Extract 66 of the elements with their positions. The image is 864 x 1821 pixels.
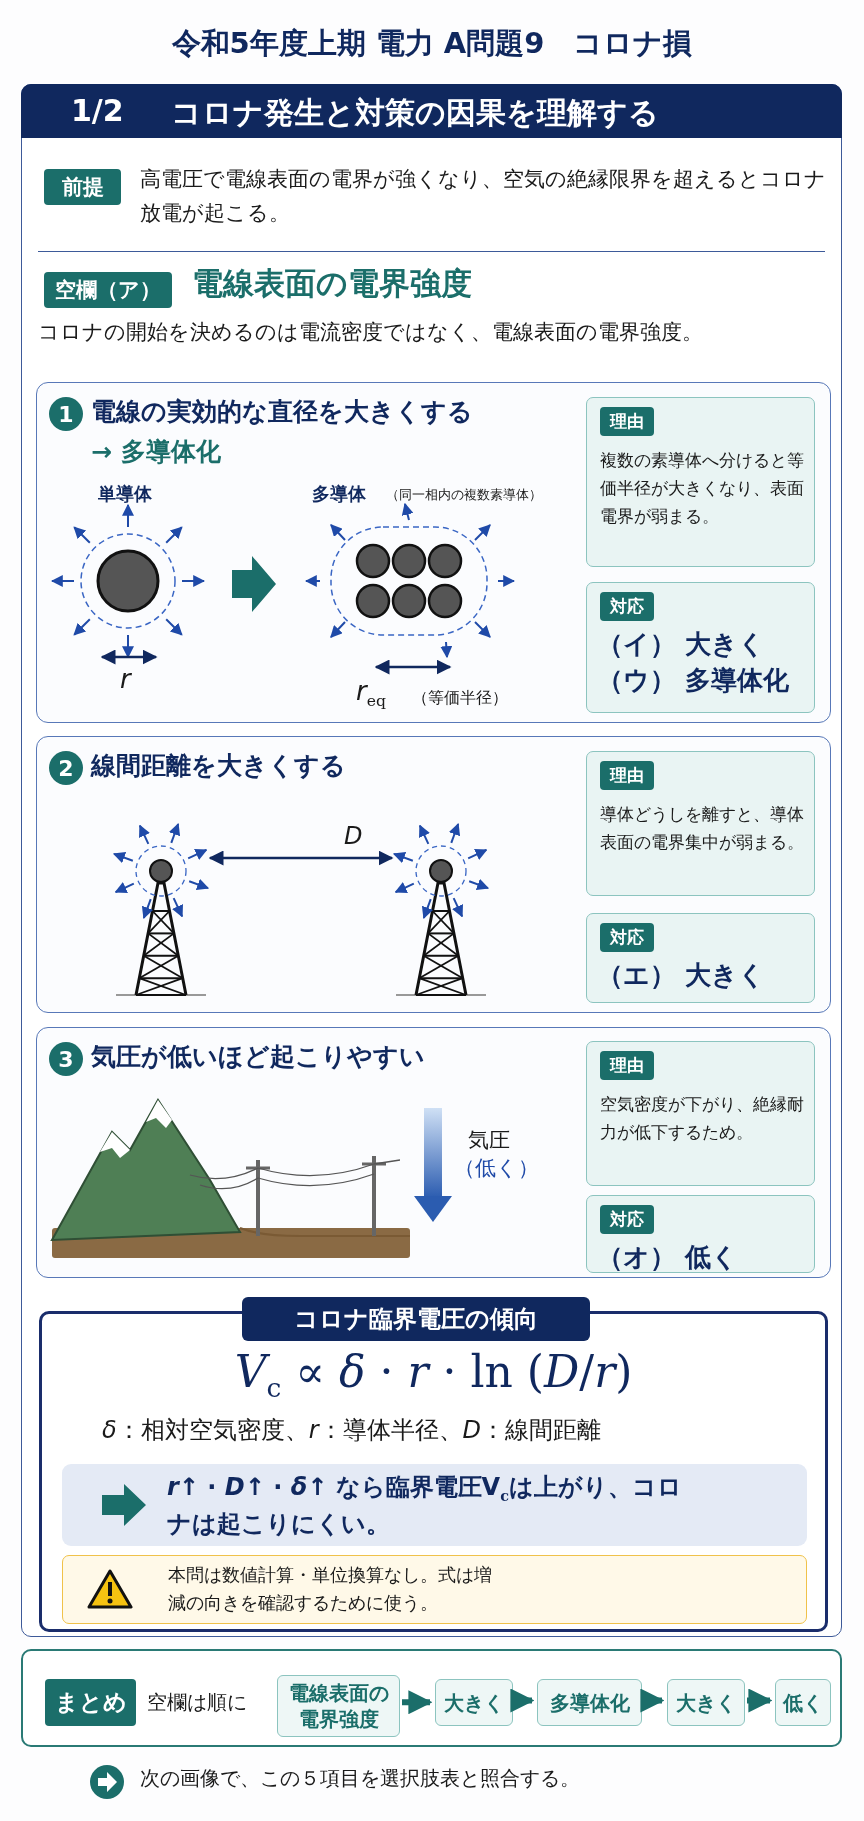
answer-panel	[586, 913, 815, 1003]
reason-text: 空気密度が下がり、絶縁耐力が低下するため。	[600, 1093, 804, 1145]
answer-panel	[586, 582, 815, 713]
title: 令和5年度上期 電力 A問題9 コロナ損	[170, 25, 694, 62]
side-text: 電線表面の電界強度	[192, 264, 473, 303]
tag-label: まとめ	[45, 1679, 136, 1726]
drawing-note: （同一相内の複数素導体）	[386, 486, 542, 504]
answer-chip: 電線表面の電界強度	[277, 1675, 400, 1737]
tag-label: 前提	[44, 169, 121, 205]
reason-text: 複数の素導体へ分けると等価半径が大きくなり、表面電界が弱まる。	[600, 449, 804, 529]
dimension-label: r	[120, 664, 131, 694]
answer-chip: 大きく	[435, 1679, 513, 1726]
drawing-label: 気圧	[468, 1127, 510, 1154]
variable-legend: δ：相対空気密度、r：導体半径、D：線間距離	[102, 1414, 602, 1446]
answer-text: （ウ） 多導体化	[597, 664, 790, 697]
tag-label: 対応	[600, 1205, 654, 1234]
conclusion-note	[62, 1464, 807, 1546]
item-card	[36, 736, 831, 1013]
tag-label: 空欄（ア）	[44, 272, 172, 308]
reason-panel	[586, 751, 815, 896]
tag-label: 対応	[600, 592, 654, 621]
answer-text: （オ） 低く	[597, 1241, 739, 1274]
reason-panel	[586, 397, 815, 567]
tag-label: 対応	[600, 923, 654, 952]
drawing-label: 多導体	[312, 482, 366, 506]
summary-text: 空欄は順に	[147, 1689, 247, 1716]
card-heading: 気圧が低いほど起こりやすい	[91, 1041, 425, 1073]
number-badge: 3	[49, 1042, 83, 1076]
item-card	[36, 382, 831, 723]
number-badge: 1	[49, 397, 83, 431]
dimension-label: D	[344, 822, 363, 850]
tag-label: 理由	[600, 1051, 654, 1080]
card-subheading: → 多導体化	[91, 436, 221, 468]
section-tab: コロナ臨界電圧の傾向	[242, 1297, 590, 1341]
summary-panel	[21, 1649, 842, 1747]
section-panel	[21, 84, 842, 1637]
description-text: コロナの開始を決めるのは電流密度ではなく、電線表面の電界強度。	[38, 319, 703, 346]
section-number: 1/2	[71, 93, 124, 128]
section-heading: コロナ発生と対策の因果を理解する	[171, 94, 659, 132]
dimension-note: （等価半径）	[412, 688, 508, 709]
conclusion-text: r↑ · D↑ · δ↑ なら臨界電圧V$_{c}$は上がり、コロナは起こりにくい。	[167, 1472, 683, 1540]
formula: V$_{c}$ ∝ δ · r · ln (D/r)	[233, 1346, 634, 1403]
drawing-label: 単導体	[98, 482, 152, 506]
arrow	[747, 1688, 773, 1713]
drawing-label: （低く）	[454, 1155, 539, 1182]
arrow	[640, 1688, 665, 1713]
answer-chip: 多導体化	[537, 1679, 642, 1726]
card-heading: 線間距離を大きくする	[91, 750, 346, 782]
card-heading: 電線の実効的な直径を大きくする	[91, 396, 473, 428]
number-badge: 2	[49, 751, 83, 785]
reason-text: 導体どうしを離すと、導体表面の電界集中が弱まる。	[600, 803, 804, 855]
arrow	[510, 1688, 535, 1713]
tag-label: 理由	[600, 761, 654, 790]
footer-note: 次の画像で、この５項目を選択肢表と照合する。	[140, 1765, 580, 1792]
answer-chip: 低く	[775, 1679, 831, 1726]
answer-text: （エ） 大きく	[597, 959, 766, 992]
tag-label: 理由	[600, 407, 654, 436]
dimension-label: r$_{eq}$	[356, 676, 386, 711]
answer-text: （イ） 大きく	[597, 628, 766, 661]
warning-text: 本問は数値計算・単位換算なし。式は増減の向きを確認するために使う。	[168, 1563, 493, 1615]
side-text: 高電圧で電線表面の電界が強くなり、空気の絶縁限界を超えるとコロナ放電が起こる。	[140, 166, 827, 227]
reason-panel	[586, 1041, 815, 1186]
warning-note	[62, 1555, 807, 1624]
answer-chip: 大きく	[667, 1679, 745, 1726]
answer-panel	[586, 1195, 815, 1273]
arrow	[402, 1690, 433, 1715]
